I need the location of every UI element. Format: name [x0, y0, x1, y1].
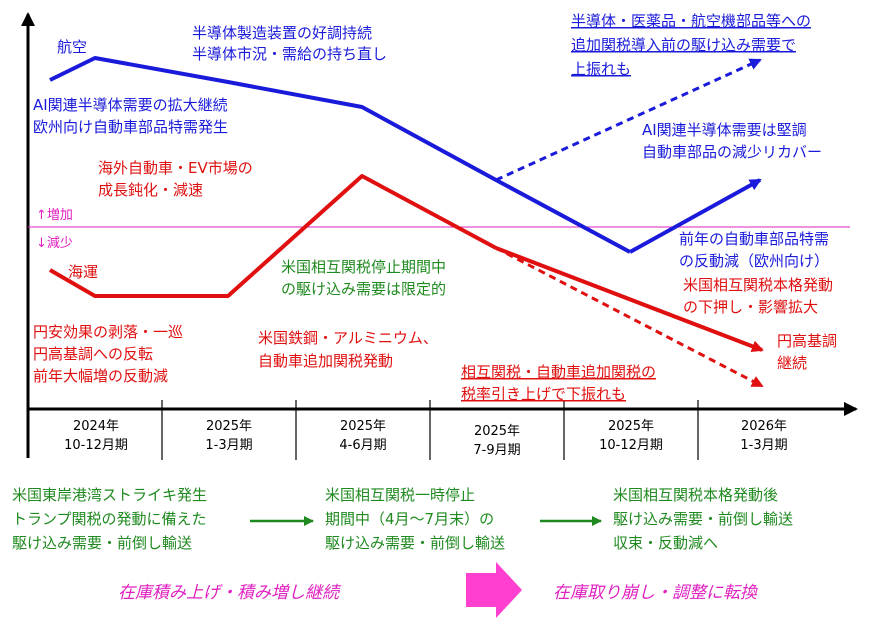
note-line: 成長鈍化・減速 — [98, 181, 203, 199]
sea-series-label: 海運 — [68, 263, 98, 281]
flow-line: 駆け込み需要・前倒し輸送 — [325, 534, 505, 552]
period-4-year: 2025年 — [474, 424, 520, 439]
note-line: 継続 — [777, 354, 807, 372]
blue-upside-note: 半導体・医薬品・航空機部品等への 追加関税導入前の駆け込み需要で 上振れも — [571, 12, 811, 78]
flow-box-2: 米国相互関税一時停止 期間中（4月～7月末）の 駆け込み需要・前倒し輸送 — [325, 486, 505, 552]
period-5-year: 2025年 — [608, 419, 654, 434]
red-yen-note: 円安効果の剥落・一巡 円高基調への反転 前年大幅増の反動減 — [33, 323, 183, 385]
note-line: 相互関税・自動車追加関税の — [461, 363, 656, 381]
period-4-quarter: 7-9月期 — [473, 443, 520, 458]
flow-line: 米国相互関税一時停止 — [325, 486, 475, 504]
air-series-label: 航空 — [57, 38, 87, 56]
note-line: 追加関税導入前の駆け込み需要で — [571, 36, 796, 54]
flow-line: 米国相互関税本格発動後 — [613, 486, 778, 504]
period-2-year: 2025年 — [206, 419, 252, 434]
air-recovery-arrow — [629, 178, 762, 254]
red-full-note: 米国相互関税本格発動 の下押し・影響拡大 — [683, 276, 833, 316]
increase-label: ↑増加 — [36, 208, 73, 223]
blue-semicon-note: 半導体製造装置の好調持続 半導体市況・需給の持ち直し — [192, 24, 387, 63]
note-line: 半導体・医薬品・航空機部品等への — [571, 12, 811, 30]
green-pause-note: 米国相互関税停止期間中 の駆け込み需要は限定的 — [281, 258, 446, 298]
flow-box-3: 米国相互関税本格発動後 駆け込み需要・前倒し輸送 収束・反動減へ — [613, 486, 793, 552]
blue-ai-note: AI関連半導体需要の拡大継続 欧州向け自動車部品特需発生 — [33, 96, 228, 136]
air-line — [49, 56, 631, 254]
period-2-quarter: 1-3月期 — [205, 438, 252, 453]
sea-line — [48, 174, 497, 298]
red-overseas-note: 海外自動車・EV市場の 成長鈍化・減速 — [98, 159, 253, 199]
note-line: 半導体製造装置の好調持続 — [192, 24, 372, 42]
flow-line: 収束・反動減へ — [613, 534, 718, 552]
phase-left-label: 在庫積み上げ・積み増し継続 — [118, 583, 342, 603]
note-line: 上振れも — [571, 60, 631, 78]
flow-line: トランプ関税の発動に備えた — [12, 510, 207, 528]
phase-right-label: 在庫取り崩し・調整に転換 — [553, 583, 758, 603]
period-5-quarter: 10-12月期 — [599, 438, 663, 453]
decrease-label: ↓減少 — [36, 235, 73, 251]
note-line: の駆け込み需要は限定的 — [281, 280, 446, 298]
flow-line: 期間中（4月～7月末）の — [325, 510, 494, 528]
note-line: 海外自動車・EV市場の — [98, 159, 253, 177]
period-6-year: 2026年 — [741, 419, 787, 434]
note-line: 税率引き上げで下振れも — [461, 385, 626, 403]
note-line: の反動減（欧州向け） — [679, 252, 829, 270]
period-3-quarter: 4-6月期 — [339, 438, 386, 453]
note-line: AI関連半導体需要の拡大継続 — [33, 96, 228, 114]
flow-line: 駆け込み需要・前倒し輸送 — [12, 534, 192, 552]
flow-line: 米国東岸港湾ストライキ発生 — [12, 486, 207, 504]
flow-line: 駆け込み需要・前倒し輸送 — [613, 510, 793, 528]
blue-backlash-note: 前年の自動車部品特需 の反動減（欧州向け） — [679, 230, 829, 270]
blue-recovery-note: AI関連半導体需要は堅調 自動車部品の減少リカバー — [642, 121, 822, 161]
sea-downside-arrow — [495, 246, 764, 388]
period-1-year: 2024年 — [73, 419, 119, 434]
period-6-quarter: 1-3月期 — [740, 438, 787, 453]
note-line: 欧州向け自動車部品特需発生 — [33, 118, 228, 136]
note-line: AI関連半導体需要は堅調 — [642, 121, 807, 139]
note-line: 円高基調 — [777, 332, 837, 350]
note-line: 前年の自動車部品特需 — [679, 230, 829, 248]
note-line: 前年大幅増の反動減 — [33, 367, 168, 385]
red-steel-note: 米国鉄鋼・アルミニウム、 自動車追加関税発動 — [258, 329, 438, 370]
note-line: 半導体市況・需給の持ち直し — [192, 45, 387, 63]
note-line: 米国相互関税本格発動 — [683, 276, 833, 294]
red-strong-yen-note: 円高基調 継続 — [777, 332, 837, 372]
note-line: 円高基調への反転 — [33, 345, 153, 363]
phase-transition-arrow — [466, 562, 522, 618]
flow-box-1: 米国東岸港湾ストライキ発生 トランプ関税の発動に備えた 駆け込み需要・前倒し輸送 — [12, 486, 207, 552]
period-separators — [161, 400, 699, 460]
air-upside-arrow — [495, 58, 762, 182]
period-1-quarter: 10-12月期 — [64, 438, 128, 453]
note-line: 自動車追加関税発動 — [258, 352, 393, 370]
period-3-year: 2025年 — [340, 419, 386, 434]
note-line: 円安効果の剥落・一巡 — [33, 323, 183, 341]
period-labels: 2024年 10-12月期 2025年 1-3月期 2025年 4-6月期 20… — [64, 419, 788, 458]
red-downside-note: 相互関税・自動車追加関税の 税率引き上げで下振れも — [461, 363, 656, 403]
sea-continuation-arrow — [495, 246, 764, 353]
note-line: 米国相互関税停止期間中 — [281, 258, 446, 276]
note-line: 米国鉄鋼・アルミニウム、 — [258, 329, 438, 347]
note-line: の下押し・影響拡大 — [683, 298, 818, 316]
note-line: 自動車部品の減少リカバー — [642, 143, 822, 161]
